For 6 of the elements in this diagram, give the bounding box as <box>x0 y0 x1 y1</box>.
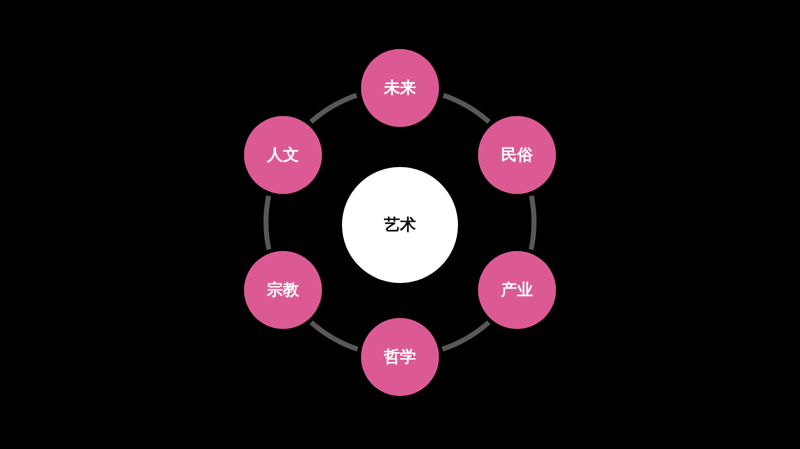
arc-connector <box>442 92 491 124</box>
arc-connector <box>528 195 536 250</box>
arc-connector <box>264 195 272 250</box>
arc-connector <box>310 320 358 352</box>
arc-connector <box>309 92 358 124</box>
arc-connector <box>442 320 490 352</box>
